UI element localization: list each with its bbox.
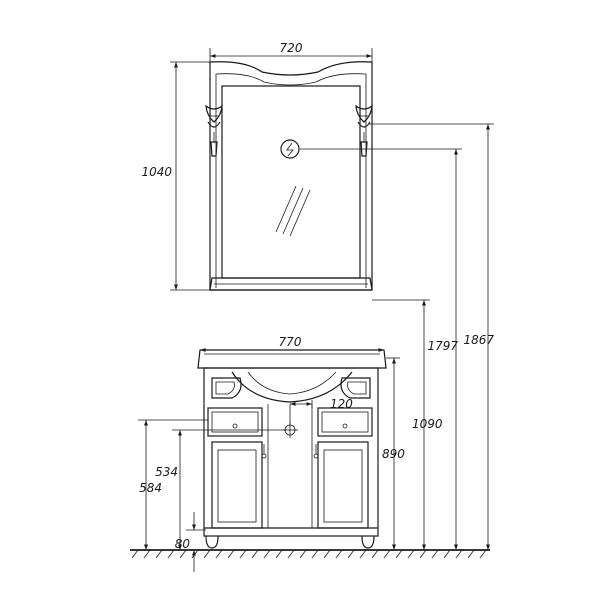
dim-label-80: 80 (175, 537, 191, 551)
dim-label-1090: 1090 (412, 417, 443, 431)
dim-total-1797: 1797 (300, 148, 462, 550)
dim-label-534: 534 (155, 465, 178, 479)
dim-label-1040: 1040 (141, 165, 172, 179)
glass-reflection (282, 187, 304, 235)
dim-total-1867: 1867 (368, 123, 494, 550)
dim-vanity-width: 770 (200, 335, 384, 352)
right-door (317, 441, 369, 529)
dim-height-584: 584 (138, 419, 208, 550)
dim-label-890: 890 (382, 447, 405, 461)
left-drawer (207, 407, 263, 437)
dim-mirror-height: 1040 (141, 61, 210, 291)
dim-label-584: 584 (139, 481, 162, 495)
right-drawer (317, 407, 373, 437)
left-lamp-icon (205, 104, 223, 157)
dim-leg-height: 80 (175, 512, 206, 572)
glass-reflection (275, 185, 297, 233)
dim-label-720: 720 (280, 41, 303, 55)
dim-vanity-height: 890 (382, 357, 405, 550)
dim-label-770: 770 (279, 335, 302, 349)
dim-label-1797: 1797 (427, 339, 458, 353)
glass-reflection (289, 189, 311, 237)
left-door (211, 441, 263, 529)
dim-total-1090: 1090 (372, 299, 443, 550)
vanity (197, 349, 387, 549)
dim-label-120: 120 (330, 397, 353, 411)
dim-label-1867: 1867 (463, 333, 494, 347)
floor-line (130, 549, 490, 559)
mirror (209, 61, 373, 291)
right-lamp-icon (355, 104, 373, 157)
dim-drain-offset: 120 (289, 397, 353, 424)
dim-height-534: 534 (155, 429, 286, 550)
lightning-switch-icon (280, 139, 300, 159)
dim-mirror-width: 720 (209, 41, 373, 62)
